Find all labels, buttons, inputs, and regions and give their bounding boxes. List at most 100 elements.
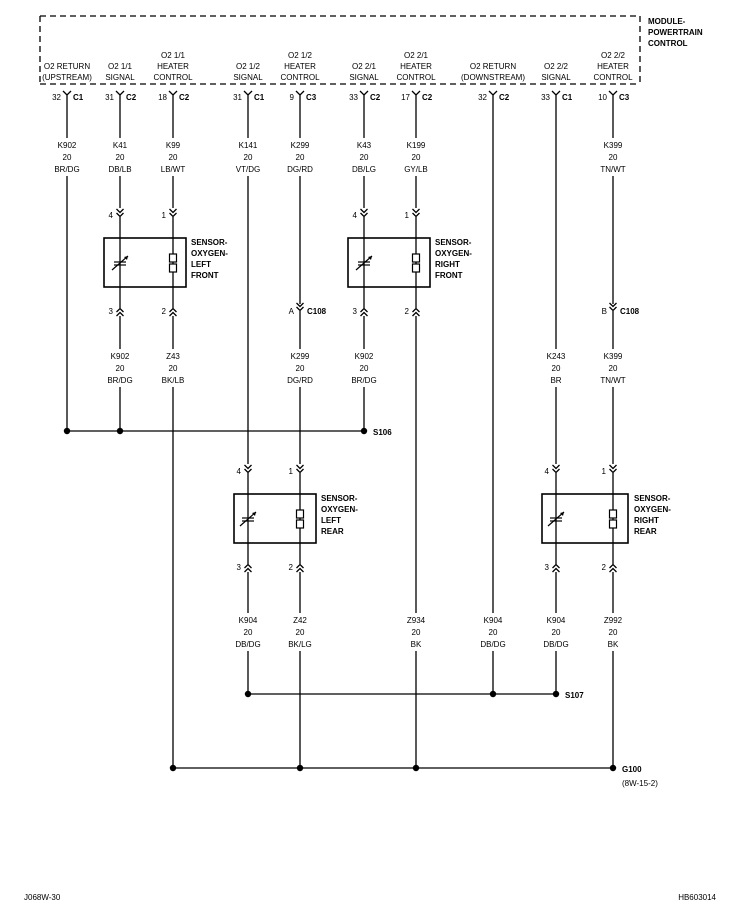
wire-circuit: Z43 bbox=[166, 352, 180, 361]
wire-color: DG/RD bbox=[287, 376, 313, 385]
connector-id: C2 bbox=[370, 93, 381, 102]
wire-gauge: 20 bbox=[63, 153, 72, 162]
pin-fork bbox=[551, 90, 561, 102]
col-label: HEATER bbox=[400, 62, 432, 71]
connector-chevron bbox=[411, 208, 421, 218]
wire-color: BK bbox=[608, 640, 619, 649]
wire-gauge: 20 bbox=[360, 153, 369, 162]
sensor-pin: 1 bbox=[289, 467, 294, 476]
wire-circuit: K99 bbox=[166, 141, 181, 150]
col-label: HEATER bbox=[157, 62, 189, 71]
sensor-pin: 2 bbox=[602, 563, 607, 572]
splice-dot bbox=[412, 764, 420, 772]
sensor-pin: 4 bbox=[237, 467, 242, 476]
sensor-label: RIGHT bbox=[634, 516, 659, 525]
col-label: CONTROL bbox=[153, 73, 193, 82]
splice-dot bbox=[609, 764, 617, 772]
connector-chevron bbox=[243, 464, 253, 474]
sensor-pin: 2 bbox=[162, 307, 167, 316]
pin-number: 9 bbox=[290, 93, 295, 102]
connector-id: C108 bbox=[307, 307, 327, 316]
wire-color: LB/WT bbox=[161, 165, 186, 174]
connector-chevron bbox=[295, 464, 305, 474]
wire-gauge: 20 bbox=[116, 153, 125, 162]
sensor-label: FRONT bbox=[191, 271, 219, 280]
sensor-oxygen-left-rear: 4 1 3 2 SENSOR- OXYGEN- LEFT REAR bbox=[233, 464, 358, 573]
sensor-label: OXYGEN- bbox=[435, 249, 472, 258]
sensor-label: LEFT bbox=[321, 516, 341, 525]
ground-g100-label: G100 bbox=[622, 765, 642, 774]
sensor-label: LEFT bbox=[191, 260, 211, 269]
wire-color: BK/LG bbox=[288, 640, 312, 649]
connector-id: C1 bbox=[562, 93, 573, 102]
wire-color: BR bbox=[550, 376, 561, 385]
connector-chevron bbox=[608, 302, 618, 312]
col-label: O2 1/1 bbox=[161, 51, 186, 60]
wire-gauge: 20 bbox=[412, 628, 421, 637]
pin-number: 17 bbox=[401, 93, 410, 102]
wire-color: VT/DG bbox=[236, 165, 260, 174]
wire-circuit: Z934 bbox=[407, 616, 426, 625]
wire-gauge: 20 bbox=[609, 153, 618, 162]
sensor-oxygen-right-rear: 4 1 3 2 SENSOR- OXYGEN- RIGHT REAR bbox=[541, 464, 671, 573]
connector-id: C2 bbox=[126, 93, 137, 102]
wire-color: DB/DG bbox=[543, 640, 568, 649]
col-label: CONTROL bbox=[280, 73, 320, 82]
sensor-label: REAR bbox=[634, 527, 657, 536]
connector-id: C2 bbox=[499, 93, 510, 102]
pcm-pins: 32 C1 31 C2 18 C2 31 C1 9 C3 33 C2 17 C2… bbox=[52, 90, 630, 102]
sensor-label: SENSOR- bbox=[321, 494, 358, 503]
pin-fork bbox=[411, 90, 421, 102]
wire-circuit: K399 bbox=[604, 141, 623, 150]
sensor-pin: 3 bbox=[353, 307, 358, 316]
connector-chevron bbox=[243, 563, 253, 573]
col-label: SIGNAL bbox=[105, 73, 135, 82]
wire-gauge: 20 bbox=[169, 153, 178, 162]
wire-labels-mid: K902 20 BR/DG Z43 20 BK/LB K299 20 DG/RD… bbox=[107, 352, 625, 385]
wires bbox=[66, 101, 614, 769]
connector-c108-a: A C108 bbox=[289, 302, 327, 316]
connector-chevron bbox=[608, 464, 618, 474]
wire-circuit: K399 bbox=[604, 352, 623, 361]
pin-fork bbox=[168, 90, 178, 102]
connector-chevron bbox=[411, 307, 421, 317]
connector-id: C3 bbox=[306, 93, 317, 102]
pin-number: 18 bbox=[158, 93, 167, 102]
wire-labels-top: K902 20 BR/DG K41 20 DB/LB K99 20 LB/WT … bbox=[54, 141, 625, 174]
col-label: O2 2/2 bbox=[544, 62, 569, 71]
connector-chevron bbox=[295, 563, 305, 573]
wire-circuit: K904 bbox=[239, 616, 258, 625]
connector-id: C1 bbox=[73, 93, 84, 102]
wire-gauge: 20 bbox=[360, 364, 369, 373]
connector-chevron bbox=[551, 464, 561, 474]
pin-fork bbox=[115, 90, 125, 102]
col-label: HEATER bbox=[284, 62, 316, 71]
sensor-label: SENSOR- bbox=[435, 238, 472, 247]
module-name-line2: POWERTRAIN bbox=[648, 28, 703, 37]
pin-fork bbox=[295, 90, 305, 102]
pin-fork bbox=[488, 90, 498, 102]
pin-number: 32 bbox=[478, 93, 487, 102]
sensor-label: REAR bbox=[321, 527, 344, 536]
wire-gauge: 20 bbox=[296, 628, 305, 637]
col-label: SIGNAL bbox=[233, 73, 263, 82]
splice-dot bbox=[296, 764, 304, 772]
col-label: O2 2/1 bbox=[352, 62, 377, 71]
connector-id: C2 bbox=[179, 93, 190, 102]
sensor-label: RIGHT bbox=[435, 260, 460, 269]
col-label: O2 1/2 bbox=[236, 62, 261, 71]
pin-number: 33 bbox=[541, 93, 550, 102]
col-label: O2 RETURN bbox=[44, 62, 90, 71]
sensor-pin: 4 bbox=[353, 211, 358, 220]
col-label: O2 1/1 bbox=[108, 62, 133, 71]
sensor-pin: 2 bbox=[405, 307, 410, 316]
connector-chevron bbox=[359, 307, 369, 317]
sensor-label: SENSOR- bbox=[634, 494, 671, 503]
sensor-oxygen-right-front: 4 1 3 2 SENSOR- OXYGEN- RIGHT FRONT bbox=[347, 208, 472, 317]
col-label: O2 1/2 bbox=[288, 51, 313, 60]
wire-gauge: 20 bbox=[244, 628, 253, 637]
connector-chevron bbox=[608, 563, 618, 573]
splice-dot bbox=[552, 690, 560, 698]
splice-dot bbox=[63, 427, 71, 435]
